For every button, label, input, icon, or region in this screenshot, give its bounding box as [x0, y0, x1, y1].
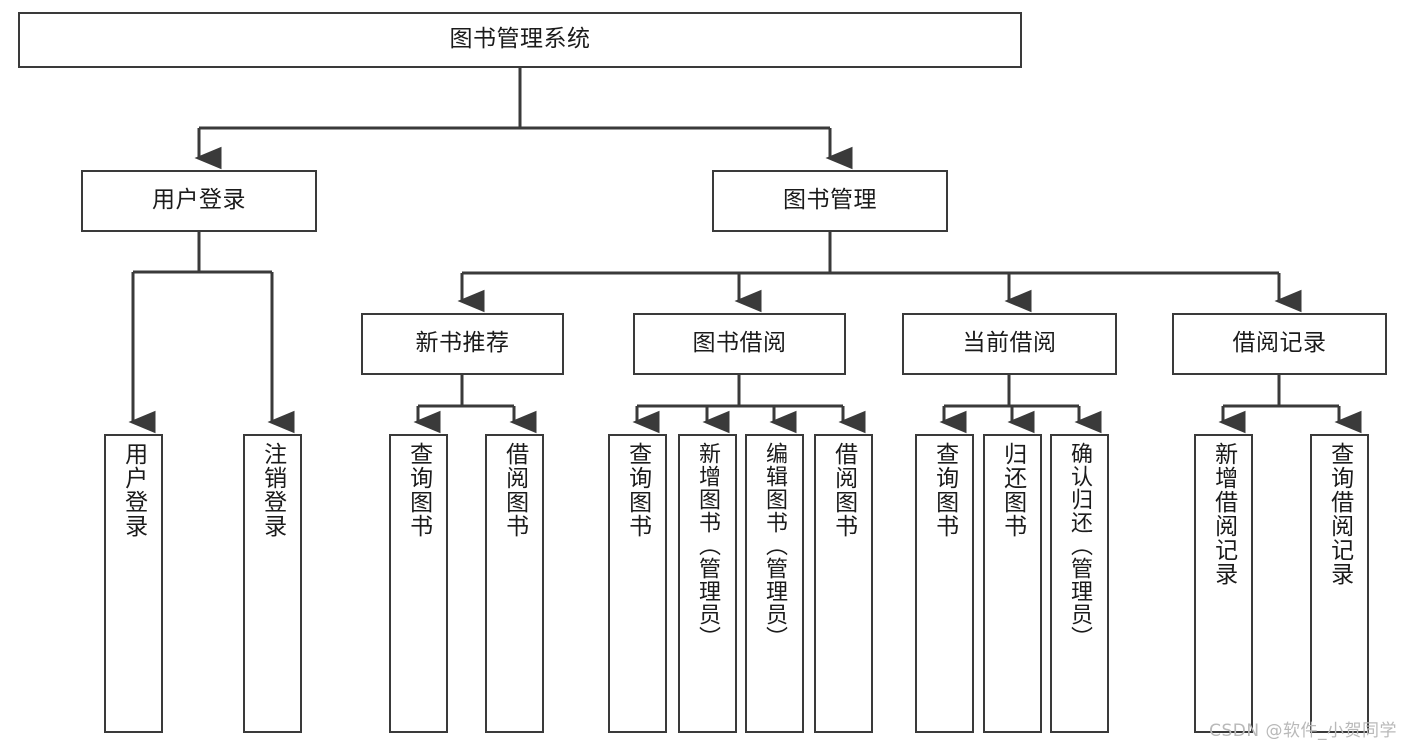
- node-leaf-borrow-book[interactable]: 借阅图书: [814, 434, 873, 733]
- node-book-manage[interactable]: 图书管理: [712, 170, 948, 232]
- node-book-borrow[interactable]: 图书借阅: [633, 313, 846, 375]
- csdn-watermark: CSDN @软件_小贺同学: [1209, 721, 1397, 741]
- node-leaf-query-book-rec-label: 查询图书: [405, 442, 432, 538]
- node-leaf-query-borrow-record[interactable]: 查询借阅记录: [1310, 434, 1369, 733]
- node-leaf-query-book-rec[interactable]: 查询图书: [389, 434, 448, 733]
- node-leaf-add-book-admin[interactable]: 新增图书（管理员）: [678, 434, 737, 733]
- node-leaf-add-book-admin-label: 新增图书（管理员）: [695, 442, 721, 649]
- node-leaf-borrow-book-rec-label: 借阅图书: [501, 442, 528, 538]
- node-leaf-confirm-return-admin[interactable]: 确认归还（管理员）: [1050, 434, 1109, 733]
- node-leaf-query-borrow-record-label: 查询借阅记录: [1326, 442, 1353, 586]
- node-leaf-query-book-current[interactable]: 查询图书: [915, 434, 974, 733]
- node-leaf-add-borrow-record[interactable]: 新增借阅记录: [1194, 434, 1253, 733]
- node-current-borrow[interactable]: 当前借阅: [902, 313, 1117, 375]
- node-leaf-borrow-book-label: 借阅图书: [830, 442, 857, 538]
- node-leaf-return-book-label: 归还图书: [999, 442, 1026, 538]
- node-leaf-query-book-borrow[interactable]: 查询图书: [608, 434, 667, 733]
- node-new-book-recommend-label: 新书推荐: [415, 330, 510, 357]
- node-borrow-record[interactable]: 借阅记录: [1172, 313, 1387, 375]
- node-leaf-logout[interactable]: 注销登录: [243, 434, 302, 733]
- node-new-book-recommend[interactable]: 新书推荐: [361, 313, 564, 375]
- node-leaf-logout-label: 注销登录: [259, 442, 286, 538]
- node-leaf-add-borrow-record-label: 新增借阅记录: [1210, 442, 1237, 586]
- node-leaf-edit-book-admin-label: 编辑图书（管理员）: [762, 442, 788, 649]
- node-current-borrow-label: 当前借阅: [962, 330, 1057, 357]
- node-user-login-label: 用户登录: [152, 187, 246, 214]
- node-root[interactable]: 图书管理系统: [18, 12, 1022, 68]
- node-leaf-borrow-book-rec[interactable]: 借阅图书: [485, 434, 544, 733]
- node-root-label: 图书管理系统: [449, 26, 591, 53]
- node-leaf-return-book[interactable]: 归还图书: [983, 434, 1042, 733]
- node-borrow-record-label: 借阅记录: [1232, 330, 1327, 357]
- node-book-borrow-label: 图书借阅: [692, 330, 787, 357]
- node-leaf-confirm-return-admin-label: 确认归还（管理员）: [1067, 442, 1093, 649]
- node-leaf-user-login[interactable]: 用户登录: [104, 434, 163, 733]
- node-leaf-query-book-current-label: 查询图书: [931, 442, 958, 538]
- node-leaf-user-login-label: 用户登录: [120, 442, 147, 538]
- node-leaf-edit-book-admin[interactable]: 编辑图书（管理员）: [745, 434, 804, 733]
- node-user-login[interactable]: 用户登录: [81, 170, 317, 232]
- node-book-manage-label: 图书管理: [783, 187, 877, 214]
- node-leaf-query-book-borrow-label: 查询图书: [624, 442, 651, 538]
